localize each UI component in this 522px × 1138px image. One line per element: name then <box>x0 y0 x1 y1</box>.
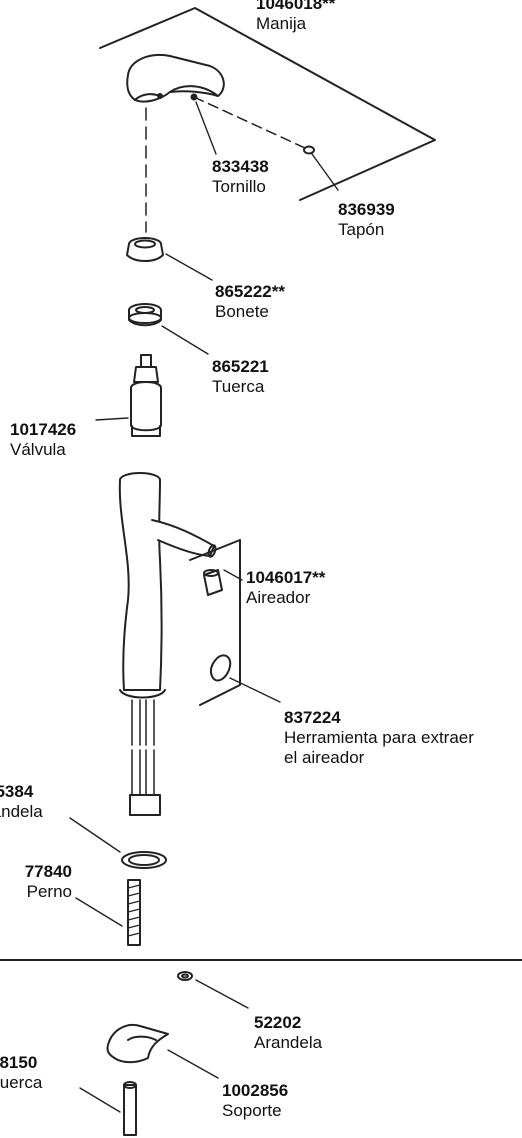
part-name: Bonete <box>215 302 269 321</box>
part-name: randela <box>0 802 43 821</box>
part-number: 77840 <box>24 862 72 881</box>
part-number: 865221 <box>212 357 269 376</box>
part-name: Aireador <box>246 588 311 607</box>
part-name: Tapón <box>338 220 385 239</box>
label-washer1: 85384 randela <box>0 782 43 822</box>
label-valve: 1017426 Válvula <box>10 420 76 460</box>
part-number: 865222** <box>215 282 285 301</box>
label-nut2: 78150 Tuerca <box>0 1053 42 1093</box>
label-bolt: 77840 Perno <box>10 862 72 902</box>
part-name: Herramienta para extraer <box>284 728 474 747</box>
part-number: 1046017** <box>246 568 326 587</box>
part-name: Soporte <box>222 1101 282 1120</box>
label-handle: 1046018** Manija <box>256 0 335 34</box>
handle-plane <box>99 7 436 201</box>
label-plug: 836939 Tapón <box>338 200 395 240</box>
label-screw: 833438 Tornillo <box>212 157 269 197</box>
washer2-drawing <box>177 971 193 981</box>
part-name: Manija <box>256 14 307 33</box>
spout-drawing <box>118 472 217 816</box>
bonnet-drawing <box>126 237 164 262</box>
part-number: 78150 <box>0 1053 38 1072</box>
part-name: Tuerca <box>0 1073 43 1092</box>
aerator-plane <box>189 539 241 706</box>
part-name: Arandela <box>254 1033 323 1052</box>
label-tool: 837224 Herramienta para extraer el airea… <box>284 708 474 768</box>
label-nut: 865221 Tuerca <box>212 357 269 397</box>
aerator-drawing <box>203 569 223 596</box>
bracket-drawing <box>106 1024 169 1064</box>
part-number: 836939 <box>338 200 395 219</box>
bolt-drawing <box>127 879 141 946</box>
valve-drawing <box>130 354 162 437</box>
part-number: 1046018** <box>256 0 336 13</box>
label-bonnet: 865222** Bonete <box>215 282 285 322</box>
part-number: 52202 <box>254 1013 302 1032</box>
part-name: Tuerca <box>212 377 265 396</box>
part-name: Perno <box>26 882 72 901</box>
part-number: 837224 <box>284 708 341 727</box>
handle-drawing <box>126 54 225 103</box>
washer1-drawing <box>121 851 167 869</box>
part-name: Válvula <box>10 440 66 459</box>
plug-drawing <box>303 145 315 155</box>
label-washer2: 52202 Arandela <box>254 1013 322 1053</box>
part-number: 85384 <box>0 782 34 801</box>
part-number: 1017426 <box>10 420 77 439</box>
nut-drawing <box>128 303 162 327</box>
part-name: Tornillo <box>212 177 266 196</box>
nut2-drawing <box>123 1081 137 1136</box>
part-number: 833438 <box>212 157 269 176</box>
part-name-line2: el aireador <box>284 748 365 767</box>
tool-drawing <box>209 654 232 682</box>
part-number: 1002856 <box>222 1081 289 1100</box>
label-aerator: 1046017** Aireador <box>246 568 325 608</box>
label-bracket: 1002856 Soporte <box>222 1081 288 1121</box>
